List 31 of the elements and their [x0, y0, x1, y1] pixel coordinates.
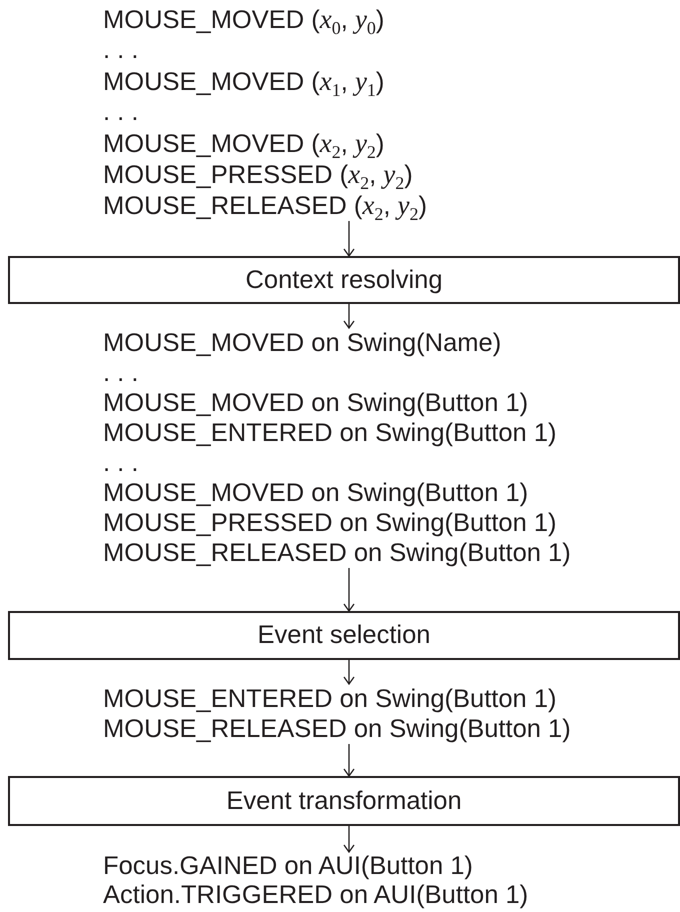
event-text: MOUSE_MOVED (x$_{0}$, y$_{0}$) [103, 4, 386, 35]
process-label: Event selection [258, 621, 430, 650]
event-text: . . . [103, 35, 140, 66]
event-text: MOUSE_MOVED on Swing(Button 1) [103, 388, 530, 418]
process-box [8, 611, 680, 660]
arrow [343, 221, 355, 257]
arrow [343, 826, 355, 853]
arrow [343, 304, 355, 329]
arrow [343, 744, 355, 777]
event-text: . . . [103, 97, 140, 128]
event-text: MOUSE_PRESSED on Swing(Button 1) [103, 508, 558, 538]
process-label: Context resolving [245, 266, 442, 294]
arrow [343, 568, 355, 612]
event-text: . . . [103, 448, 140, 478]
event-text: MOUSE_ENTERED on Swing(Button 1) [103, 684, 558, 714]
event-text: MOUSE_MOVED on Swing(Name) [103, 328, 502, 358]
process-box [8, 776, 680, 826]
event-text: MOUSE_MOVED (x$_{1}$, y$_{1}$) [103, 66, 386, 97]
event-text: . . . [103, 358, 140, 388]
event-text: MOUSE_ENTERED on Swing(Button 1) [103, 418, 558, 448]
event-text: MOUSE_RELEASED on Swing(Button 1) [103, 714, 571, 744]
event-text: MOUSE_MOVED on Swing(Button 1) [103, 478, 530, 508]
process-box [8, 256, 680, 304]
event-text: MOUSE_MOVED (x$_{2}$, y$_{2}$) [103, 128, 386, 159]
event-text: Action.TRIGGERED on AUI(Button 1) [103, 881, 528, 910]
event-text: MOUSE_PRESSED (x$_{2}$, y$_{2}$) [103, 159, 414, 190]
event-text: Focus.GAINED on AUI(Button 1) [103, 852, 474, 881]
process-label: Event transformation [226, 786, 462, 816]
event-text: MOUSE_RELEASED (x$_{2}$, y$_{2}$) [103, 190, 427, 221]
arrow [343, 660, 355, 685]
event-text: MOUSE_RELEASED on Swing(Button 1) [103, 538, 571, 568]
